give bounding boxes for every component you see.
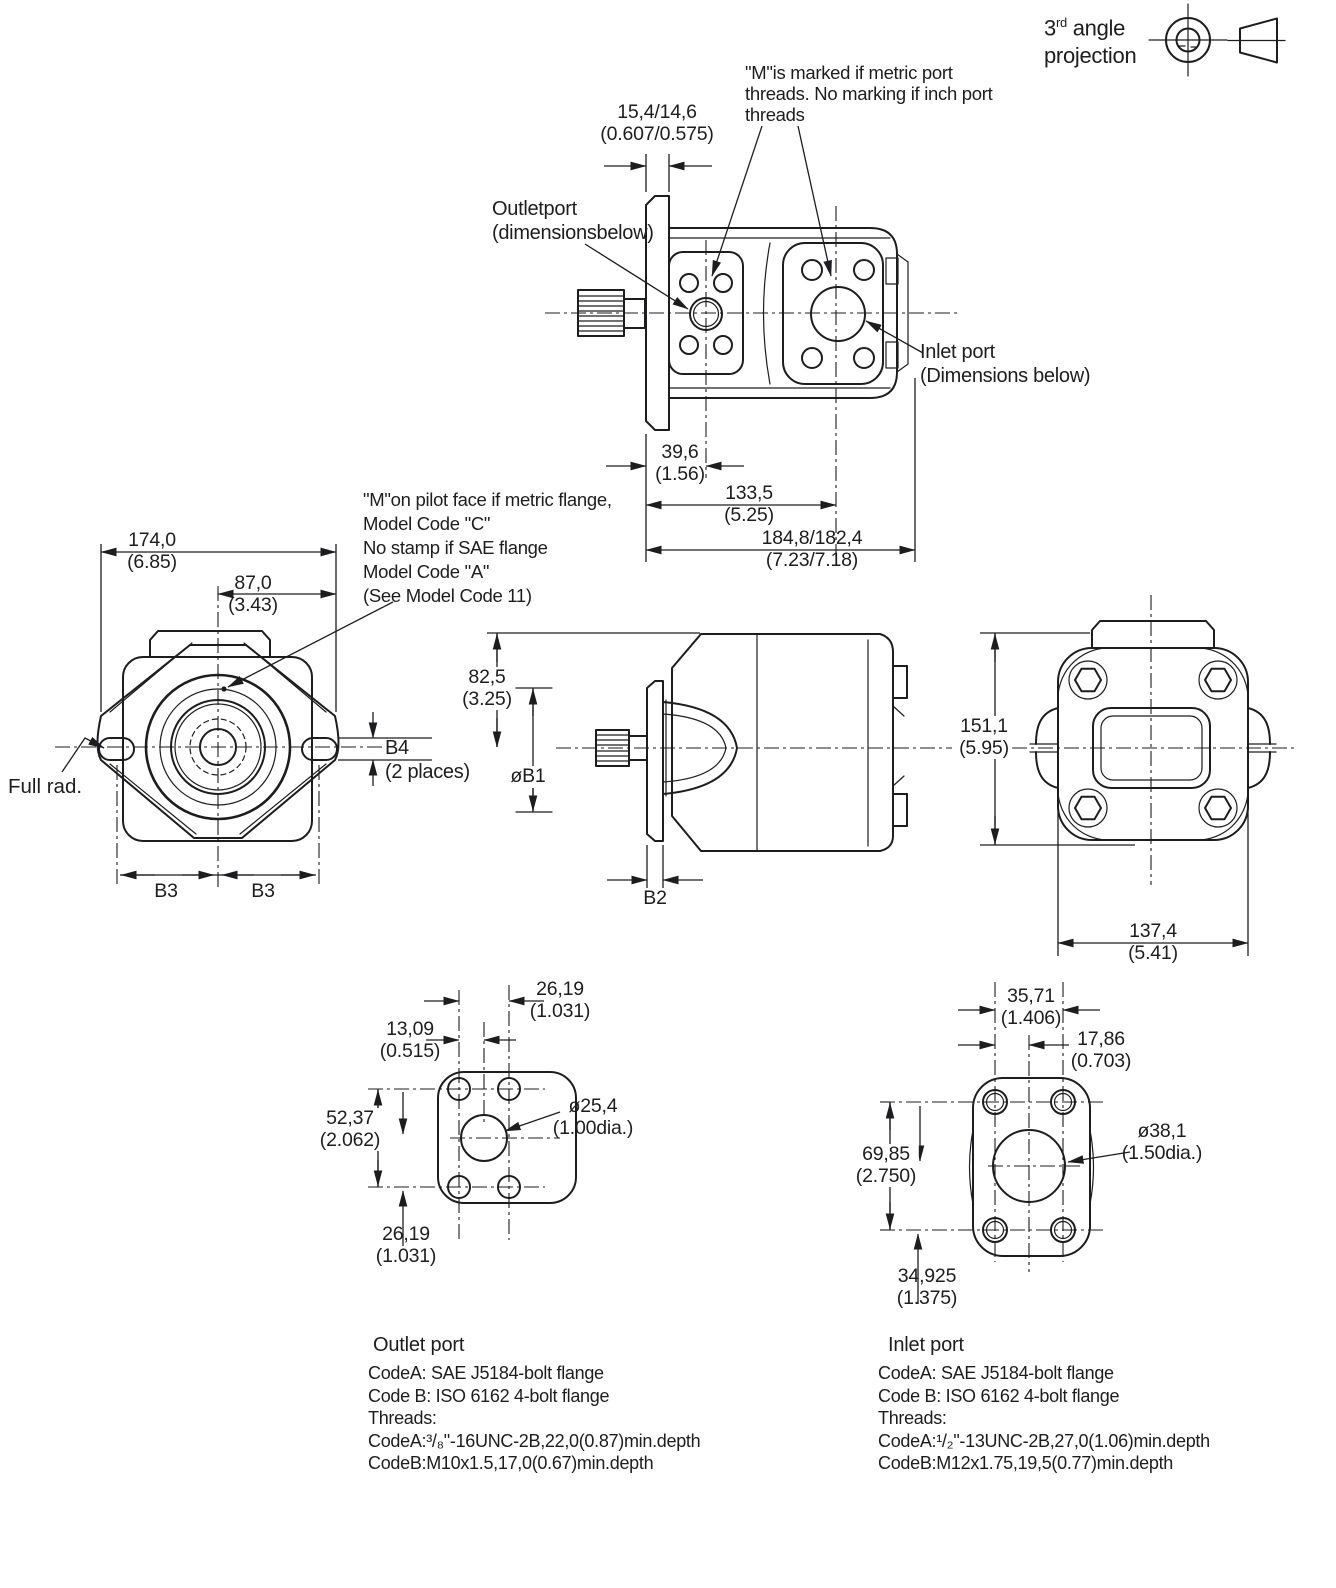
b1-label: øB1 xyxy=(507,765,549,788)
full-rad-label: Full rad. xyxy=(8,775,83,798)
dim-184-8: 184,8/182,4(7.23/7.18) xyxy=(761,527,863,571)
rear-view-drawing xyxy=(980,595,1295,956)
outlet-spec-lines: CodeA: SAE J5184-bolt flange Code B: ISO… xyxy=(368,1363,701,1474)
dim-87-0: 87,0(3.43) xyxy=(228,572,278,616)
outlet-spec-title: Outlet port xyxy=(373,1334,465,1356)
dim-dia-38-1: ø38,1(1.50dia.) xyxy=(1121,1120,1203,1164)
dim-17-86: 17,86(0.703) xyxy=(1070,1028,1132,1072)
dim-34-925: 34,925(1.375) xyxy=(896,1265,958,1309)
dim-137-4: 137,4(5.41) xyxy=(1128,920,1178,964)
dim-52-37: 52,37(2.062) xyxy=(316,1107,384,1151)
dim-174-0: 174,0(6.85) xyxy=(127,529,177,573)
front-view-drawing xyxy=(55,544,432,890)
dim-26-19-top: 26,19(1.031) xyxy=(529,978,591,1022)
metric-port-note: "M"is marked if metric port threads. No … xyxy=(745,62,993,125)
projection-label: 3rd angle projection xyxy=(1044,15,1137,69)
pilot-face-note: "M"on pilot face if metric flange, Model… xyxy=(363,489,612,606)
dim-dia-25-4: ø25,4(1.00dia.) xyxy=(552,1095,634,1139)
dim-26-19-bottom: 26,19(1.031) xyxy=(375,1223,437,1267)
top-view-drawing xyxy=(545,126,958,562)
inlet-port-detail-drawing xyxy=(880,982,1130,1304)
dim-35-71: 35,71(1.406) xyxy=(1000,985,1062,1029)
side-view-drawing xyxy=(487,633,952,888)
b4-label: B4 (2 places) xyxy=(385,737,470,783)
dim-82-5: 82,5(3.25) xyxy=(459,666,515,710)
inlet-port-callout: Inlet port (Dimensions below) xyxy=(920,341,1091,387)
b2-label: B2 xyxy=(643,887,667,909)
dim-39-6: 39,6(1.56) xyxy=(655,441,705,485)
dim-flange-thickness: 15,4/14,6(0.607/0.575) xyxy=(600,101,714,145)
dim-69-85: 69,85(2.750) xyxy=(852,1143,920,1187)
inlet-spec-title: Inlet port xyxy=(888,1334,964,1356)
projection-symbol xyxy=(1149,4,1285,76)
dim-133-5: 133,5(5.25) xyxy=(724,482,774,526)
inlet-spec-lines: CodeA: SAE J5184-bolt flange Code B: ISO… xyxy=(878,1363,1210,1474)
b3-right-label: B3 xyxy=(251,880,275,902)
outlet-port-callout: Outletport (dimensionsbelow) xyxy=(492,198,654,244)
dim-13-09: 13,09(0.515) xyxy=(379,1018,441,1062)
outlet-port-detail-drawing xyxy=(368,985,576,1246)
dim-151-1: 151,1(5.95) xyxy=(956,715,1012,759)
b3-left-label: B3 xyxy=(154,880,178,902)
